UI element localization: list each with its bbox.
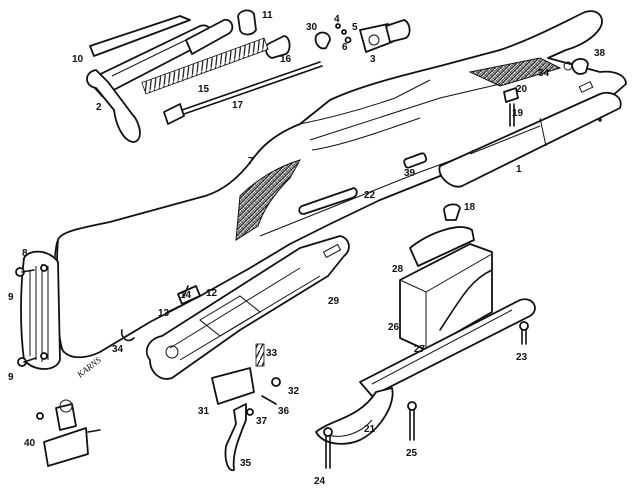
callout-25: 25 bbox=[406, 448, 418, 459]
cocking-piece-part bbox=[237, 9, 257, 36]
callout-22: 22 bbox=[364, 190, 376, 201]
escutcheon-part bbox=[403, 152, 428, 169]
extractor-part bbox=[89, 15, 191, 57]
trigger-screw-part bbox=[246, 408, 254, 416]
callout-31: 31 bbox=[198, 406, 210, 417]
callout-24: 24 bbox=[314, 476, 326, 487]
callout-4: 4 bbox=[334, 14, 340, 25]
callout-14: 14 bbox=[180, 290, 192, 301]
callout-26: 26 bbox=[388, 322, 400, 333]
swivel-screw-part bbox=[503, 87, 519, 127]
artist-signature: KARNS bbox=[74, 354, 103, 380]
guard-screw-23 bbox=[519, 321, 529, 345]
magazine-box-part bbox=[399, 243, 493, 351]
callout-9-lower: 9 bbox=[8, 372, 14, 383]
butt-screw-lower bbox=[17, 357, 37, 367]
callout-15: 15 bbox=[198, 84, 210, 95]
callout-27: 27 bbox=[414, 344, 426, 355]
front-sight-part bbox=[571, 58, 589, 75]
callout-18: 18 bbox=[464, 202, 476, 213]
firing-pin-part bbox=[163, 61, 323, 125]
callout-17: 17 bbox=[232, 100, 244, 111]
trigger-guard-part bbox=[315, 298, 536, 445]
callout-12: 12 bbox=[206, 288, 218, 299]
callout-7: 7 bbox=[248, 156, 254, 167]
trigger-part bbox=[224, 403, 247, 472]
callout-30: 30 bbox=[306, 22, 318, 33]
callout-6: 6 bbox=[342, 42, 348, 53]
callout-35: 35 bbox=[240, 458, 252, 469]
callout-21: 21 bbox=[364, 424, 376, 435]
mainspring-part bbox=[141, 37, 269, 95]
callout-28: 28 bbox=[392, 264, 404, 275]
inlet-plate-part bbox=[298, 187, 358, 215]
bolt-stop-part bbox=[167, 285, 201, 313]
bolt-sleeve-part bbox=[185, 18, 234, 55]
butt-screw-upper bbox=[15, 267, 35, 277]
callout-5: 5 bbox=[352, 22, 358, 33]
bolt-head-part bbox=[359, 19, 411, 53]
callout-39: 39 bbox=[404, 168, 416, 179]
callout-33: 33 bbox=[266, 348, 278, 359]
callout-37: 37 bbox=[256, 416, 268, 427]
callout-20: 20 bbox=[516, 84, 528, 95]
callout-11: 11 bbox=[262, 10, 273, 21]
butt-plate-part bbox=[20, 250, 61, 370]
callout-10: 10 bbox=[72, 54, 84, 65]
callout-3: 3 bbox=[370, 54, 376, 65]
bolt-body-part bbox=[86, 24, 213, 143]
receiver-part bbox=[145, 235, 350, 380]
trigger-spring-pin bbox=[261, 395, 277, 405]
pin-4 bbox=[335, 23, 341, 29]
callout-36: 36 bbox=[278, 406, 290, 417]
recoil-lug-part bbox=[443, 203, 461, 221]
callout-34-upper: 34 bbox=[538, 68, 550, 79]
callout-23: 23 bbox=[516, 352, 528, 363]
callout-13: 13 bbox=[158, 308, 170, 319]
barrel-part bbox=[438, 81, 622, 188]
follower-part bbox=[409, 226, 475, 267]
follower-spring-part bbox=[439, 269, 493, 331]
pin-5 bbox=[341, 29, 347, 35]
guard-screw-25 bbox=[407, 401, 417, 441]
callout-34-lower: 34 bbox=[112, 344, 124, 355]
callout-32: 32 bbox=[288, 386, 300, 397]
callout-38: 38 bbox=[594, 48, 606, 59]
callout-40: 40 bbox=[24, 438, 36, 449]
callout-8: 8 bbox=[22, 248, 28, 259]
callout-29: 29 bbox=[328, 296, 340, 307]
stock-part bbox=[53, 10, 627, 359]
sear-spring-part bbox=[255, 343, 265, 367]
callout-16: 16 bbox=[280, 54, 292, 65]
pin-6 bbox=[344, 36, 352, 44]
callout-9-upper: 9 bbox=[8, 292, 14, 303]
rear-sight-part bbox=[36, 399, 101, 467]
guard-screw-24 bbox=[323, 427, 333, 469]
callout-2: 2 bbox=[96, 102, 102, 113]
callout-1: 1 bbox=[516, 164, 522, 175]
callout-labels: 1 2 3 4 5 6 7 8 9 9 10 11 12 13 14 15 16… bbox=[8, 10, 606, 487]
ejector-part bbox=[314, 31, 331, 50]
callout-19: 19 bbox=[512, 108, 524, 119]
trigger-housing-part bbox=[211, 367, 255, 405]
trigger-pin-part bbox=[271, 377, 281, 387]
